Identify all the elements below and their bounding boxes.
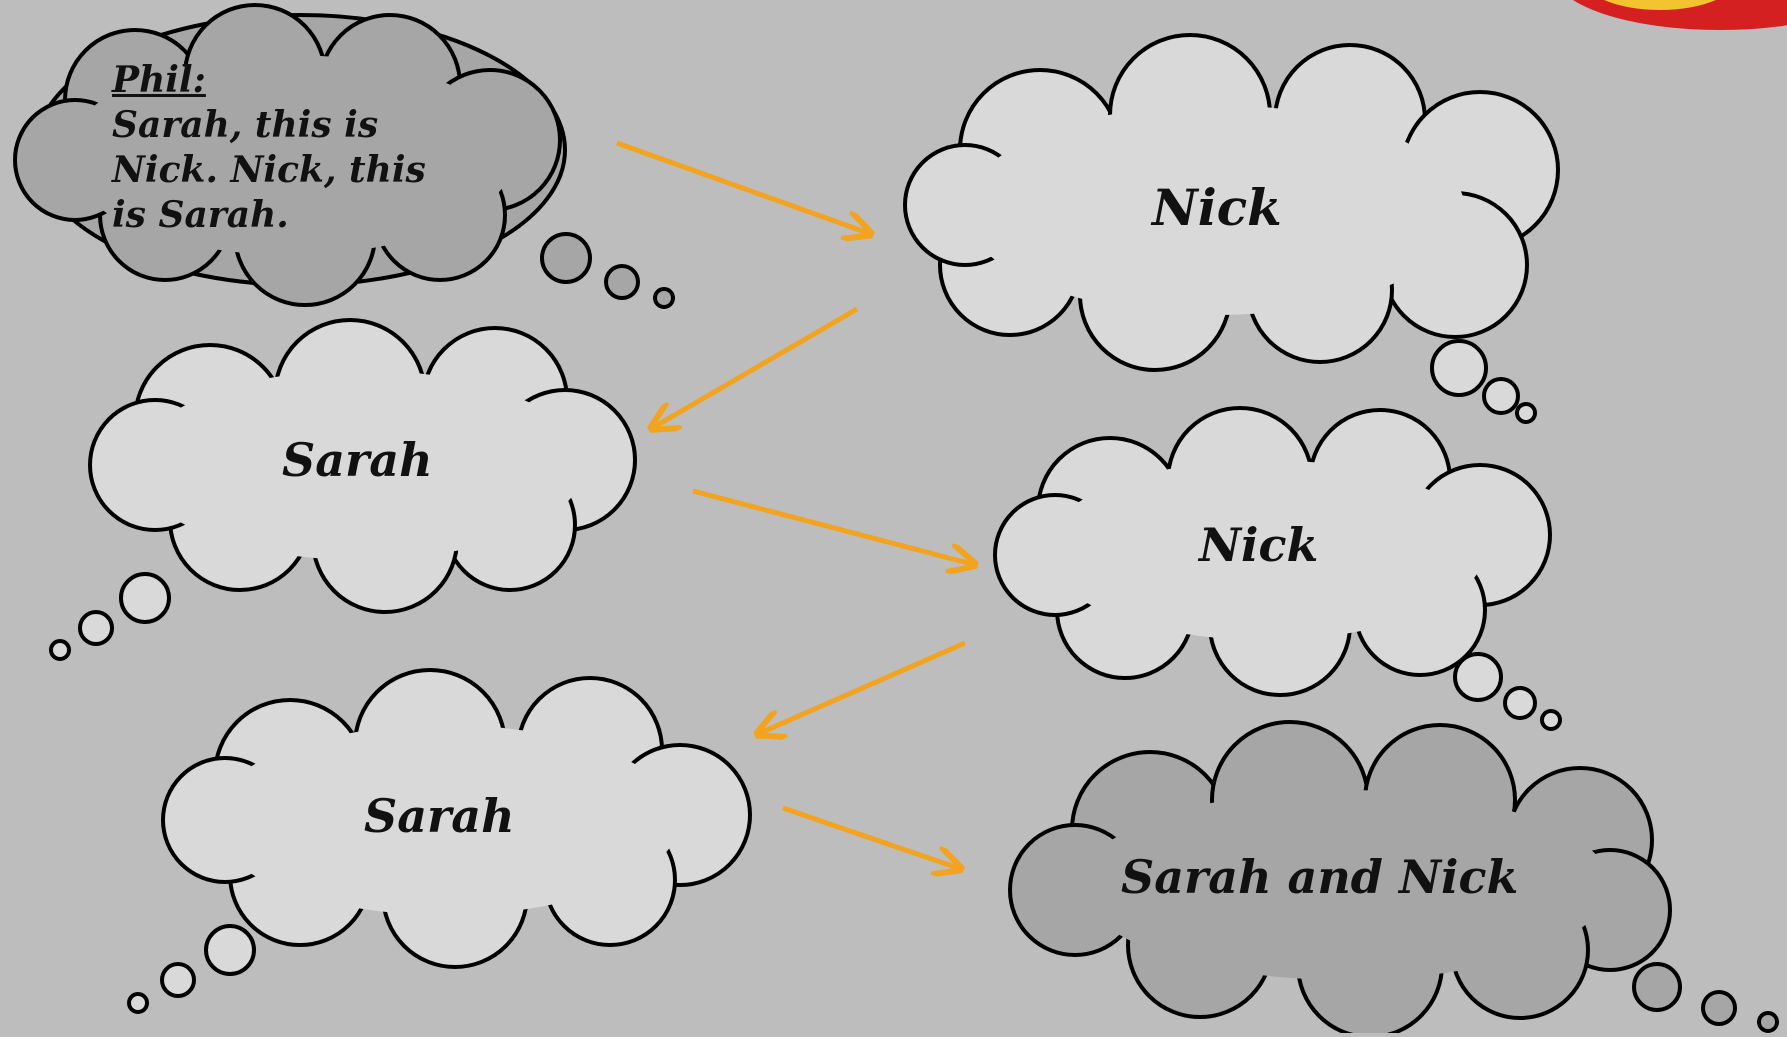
phil-speaker-label: Phil: [112,59,206,101]
arrow-phil-to-nick [616,140,868,233]
arrow-nick-to-sarah [654,306,859,427]
nick-cloud-1-label: Nick [1152,178,1282,237]
phil-thought-bubbles [540,232,675,309]
arrow-sarah-to-both [782,805,958,868]
nick-thought-cloud-1 [903,33,1560,424]
phil-cloud-text: Phil: Sarah, this is Nick. Nick, this is… [112,58,426,238]
nick-thought-cloud-2 [993,406,1562,731]
sarah-cloud-2-label: Sarah [364,789,515,843]
corner-decoration [1573,0,1787,30]
phil-thought-cloud [13,3,675,309]
sarah-thought-cloud-1 [49,318,637,661]
phil-line-1: Sarah, this is [112,104,379,146]
arrow-nick-to-sarah-2 [760,640,967,733]
phil-line-3: is Sarah. [112,194,289,236]
sarah-and-nick-thought-cloud [1008,720,1779,1037]
sarah-cloud-1-label: Sarah [282,433,433,487]
nick-cloud-2-label: Nick [1199,518,1319,572]
sarah-thought-cloud-2 [127,668,752,1014]
arrow-sarah-to-nick [692,488,972,564]
sarah-and-nick-label: Sarah and Nick [1121,850,1519,904]
phil-line-2: Nick. Nick, this [112,149,426,191]
